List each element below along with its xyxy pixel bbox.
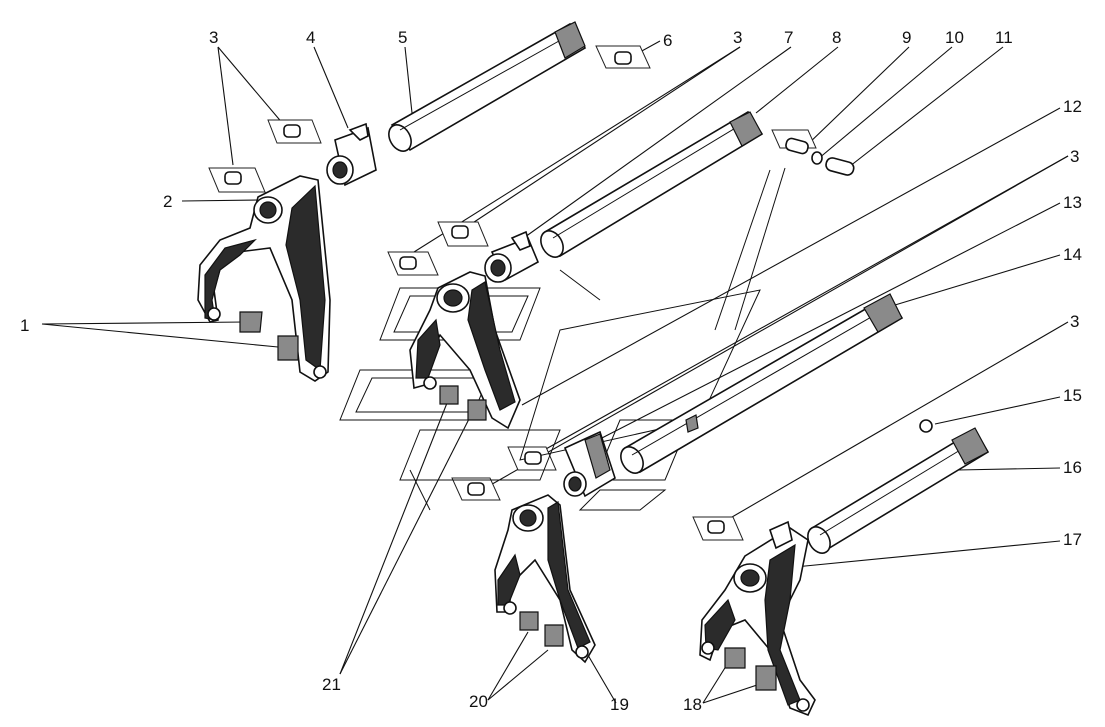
collar-13 — [563, 430, 616, 498]
callout-9: 9 — [902, 28, 911, 47]
pad-18a — [724, 647, 746, 669]
pad-21b — [467, 399, 487, 421]
assembly-guide-outline — [339, 167, 786, 511]
pins-9-10-11 — [785, 137, 855, 176]
callout-14: 14 — [1063, 245, 1082, 264]
callout-12: 12 — [1063, 97, 1082, 116]
callout-3c: 3 — [1070, 147, 1079, 166]
callout-10: 10 — [945, 28, 964, 47]
callout-13: 13 — [1063, 193, 1082, 212]
callout-1: 1 — [20, 316, 29, 335]
callout-5: 5 — [398, 28, 407, 47]
rod-16 — [807, 427, 990, 554]
callout-labels: 1 2 3 4 5 6 3 7 8 9 10 11 12 3 13 14 3 1… — [20, 28, 1082, 714]
callout-16: 16 — [1063, 458, 1082, 477]
callout-20: 20 — [469, 692, 488, 711]
rod-5 — [388, 21, 587, 152]
callout-7: 7 — [784, 28, 793, 47]
callout-3d: 3 — [1070, 312, 1079, 331]
ball-15 — [919, 419, 933, 433]
callout-17: 17 — [1063, 530, 1082, 549]
callout-3b: 3 — [733, 28, 742, 47]
rod-14 — [620, 293, 904, 474]
pad-20a — [519, 611, 539, 631]
pad-1a — [239, 311, 263, 333]
rod-8 — [540, 110, 764, 258]
callout-6: 6 — [663, 31, 672, 50]
shift-fork-2 — [197, 175, 331, 382]
callout-4: 4 — [306, 28, 315, 47]
collar-7 — [484, 230, 540, 283]
pad-20b — [544, 624, 564, 647]
shift-fork-19 — [494, 494, 596, 664]
callout-3a: 3 — [209, 28, 218, 47]
pad-21a — [439, 385, 459, 405]
shift-fork-middle — [409, 271, 521, 430]
pad-1b — [277, 335, 299, 361]
callout-18: 18 — [683, 695, 702, 714]
callout-15: 15 — [1063, 386, 1082, 405]
leader-lines — [41, 40, 1069, 704]
shift-fork-17 — [699, 520, 816, 717]
pad-18b — [755, 665, 777, 691]
callout-2: 2 — [163, 192, 172, 211]
collar-4 — [326, 122, 377, 187]
callout-11: 11 — [995, 28, 1013, 47]
bushings-3 — [224, 51, 725, 534]
callout-21: 21 — [322, 675, 341, 694]
callout-8: 8 — [832, 28, 841, 47]
